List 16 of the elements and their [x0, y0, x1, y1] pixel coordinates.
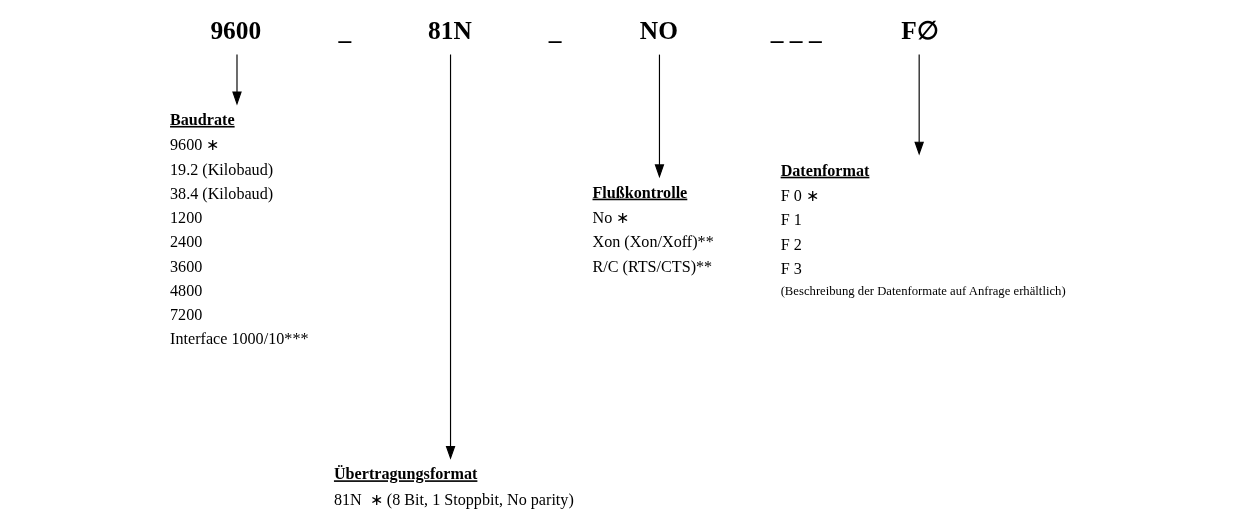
arrow: [445, 53, 456, 460]
label: _ _ _: [770, 15, 822, 44]
node-text: NO: [639, 15, 678, 44]
node-text: Baudrate 9600 ∗ 19.2 (Kilobaud) 38.4 (Kilobaud) 1200 2400 3600 4800 7200 Interface 1000/10***: [170, 110, 309, 348]
node-text: 81N: [428, 15, 472, 44]
node-text: Übertragungsformat 81N ∗ (8 Bit, 1 Stoppbit, No parity): [333, 465, 574, 508]
arrow: [232, 54, 242, 106]
label: _: [338, 15, 352, 44]
label: _: [548, 15, 562, 44]
node-text: F∅: [901, 15, 939, 44]
node-text: 9600: [210, 15, 262, 44]
arrow: [914, 54, 925, 156]
node-text: Flußkontrolle No ∗ Xon (Xon/Xoff)** R/C (RTS/CTS)**: [592, 183, 714, 275]
node-label: (Beschreibung der Datenformate auf Anfrage erhältlich): [780, 284, 1066, 299]
arrow: [654, 54, 665, 179]
node-text: Datenformat F 0 ∗ F 1 F 2 F 3: [780, 161, 870, 277]
